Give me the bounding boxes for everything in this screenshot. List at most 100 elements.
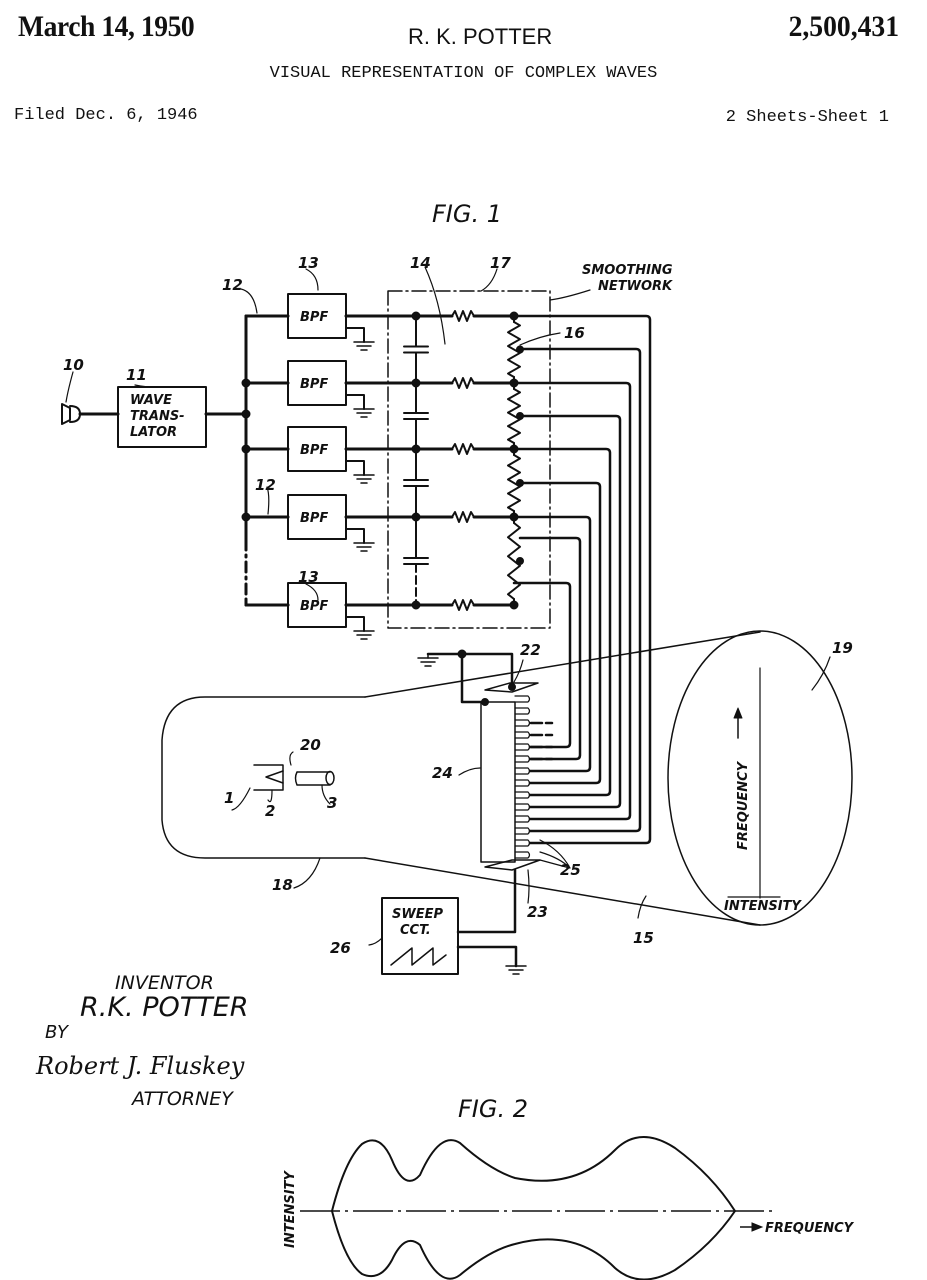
wave-translator-label-1: WAVE <box>130 393 172 408</box>
cathode-ray-tube <box>161 696 366 859</box>
sweep-label-1: SWEEP <box>392 907 443 922</box>
smoothing-label-2: NETWORK <box>598 279 673 294</box>
patent-number: 2,500,431 <box>788 10 899 43</box>
deflector-tab <box>514 791 531 799</box>
attorney-caption: ATTORNEY <box>132 1088 233 1110</box>
resistor-icon <box>451 310 475 322</box>
inventor-header: R. K. POTTER <box>408 24 553 49</box>
bpf-label: BPF <box>300 511 328 526</box>
potentiometer-icon <box>507 321 521 378</box>
ground-icon <box>505 965 527 975</box>
screen-19 <box>667 630 853 926</box>
bpf-label: BPF <box>300 377 328 392</box>
ref-11: 11 <box>126 366 147 384</box>
deflector-tab <box>514 707 531 715</box>
potentiometer-icon <box>507 454 521 512</box>
wave-translator-block <box>117 386 207 448</box>
deflector-tab <box>514 719 531 727</box>
deflector-tab <box>514 779 531 787</box>
bpf-label: BPF <box>300 310 328 325</box>
output-lead <box>518 536 582 761</box>
ground-icon <box>353 542 375 552</box>
inventor-caption: INVENTOR <box>115 972 214 994</box>
ref-12b: 12 <box>255 476 276 494</box>
ref-13a: 13 <box>298 254 319 272</box>
deflector-tab <box>514 803 531 811</box>
deflector-tab <box>514 851 531 859</box>
deflector-tab <box>514 815 531 823</box>
ref-2: 2 <box>265 802 275 820</box>
by-caption: BY <box>45 1022 69 1043</box>
deflector-tab <box>514 695 531 703</box>
output-lead <box>512 515 592 773</box>
deflector-tab <box>514 731 531 739</box>
filed-date: Filed Dec. 6, 1946 <box>14 106 198 125</box>
smoothing-label-1: SMOOTHING <box>582 263 673 278</box>
deflector-tab <box>514 839 531 847</box>
plate-22 <box>484 682 539 693</box>
ref-22: 22 <box>520 641 541 659</box>
bpf-label: BPF <box>300 443 328 458</box>
sweep-circuit-block <box>381 897 459 975</box>
wave-translator-label-3: LATOR <box>130 425 177 440</box>
ref-10: 10 <box>63 356 84 374</box>
ref-19: 19 <box>832 639 853 657</box>
reference-numerals: 10 11 12 12 13 13 14 17 16 SMOOTHING NET… <box>63 254 853 957</box>
ref-17: 17 <box>490 254 511 272</box>
fig2-xlabel: FREQUENCY <box>765 1221 855 1236</box>
ground-icon <box>353 474 375 484</box>
inventor-name: R.K. POTTER <box>80 992 249 1023</box>
ref-20: 20 <box>300 736 321 754</box>
output-lead <box>518 414 622 809</box>
bpf-label: BPF <box>300 599 328 614</box>
ref-15: 15 <box>633 929 654 947</box>
output-lead <box>512 447 612 797</box>
ground-icon <box>353 408 375 418</box>
ref-14: 14 <box>410 254 431 272</box>
ref-18: 18 <box>272 876 293 894</box>
ref-16: 16 <box>564 324 585 342</box>
ref-3: 3 <box>327 794 337 812</box>
electron-gun <box>253 764 335 791</box>
attorney-signature: Robert J. Fluskey <box>36 1052 245 1080</box>
wave-translator-label-2: TRANS- <box>130 409 185 424</box>
ground-icon <box>353 630 375 640</box>
sweep-label-2: CCT. <box>400 923 431 938</box>
resistor-icon <box>451 443 475 455</box>
screen-intensity-label: INTENSITY <box>724 899 802 914</box>
output-lead <box>518 347 642 833</box>
resistor-icon <box>451 599 475 611</box>
patent-date: March 14, 1950 <box>18 10 195 43</box>
sheet-count: 2 Sheets-Sheet 1 <box>725 108 889 127</box>
fig2-title: FIG. 2 <box>458 1095 528 1123</box>
ref-13b: 13 <box>298 568 319 586</box>
ground-icon <box>417 653 439 667</box>
deflector-tab <box>514 827 531 835</box>
ref-25: 25 <box>560 861 581 879</box>
ref-23: 23 <box>527 903 548 921</box>
output-lead <box>512 581 572 749</box>
ref-24: 24 <box>432 764 453 782</box>
resistor-icon <box>451 377 475 389</box>
potentiometer-icon <box>507 388 521 444</box>
deflector-tab <box>514 743 531 751</box>
patent-title: VISUAL REPRESENTATION OF COMPLEX WAVES <box>269 64 658 83</box>
output-lead <box>512 381 632 821</box>
fig2-intensity-plot <box>300 1136 772 1280</box>
ground-icon <box>353 341 375 351</box>
screen-frequency-label: FREQUENCY <box>736 760 751 850</box>
ref-12a: 12 <box>222 276 243 294</box>
plate-24 <box>480 701 516 863</box>
sawtooth-icon <box>390 947 447 966</box>
fig2-ylabel: INTENSITY <box>283 1170 298 1248</box>
fig1-title: FIG. 1 <box>432 200 502 228</box>
microphone-icon <box>61 403 81 425</box>
smoothing-network-box <box>387 290 551 629</box>
output-lead <box>512 314 652 845</box>
deflector-tab <box>514 767 531 775</box>
potentiometer-icon <box>507 522 521 600</box>
ref-26: 26 <box>330 939 351 957</box>
resistor-icon <box>451 511 475 523</box>
deflector-tab <box>514 755 531 763</box>
